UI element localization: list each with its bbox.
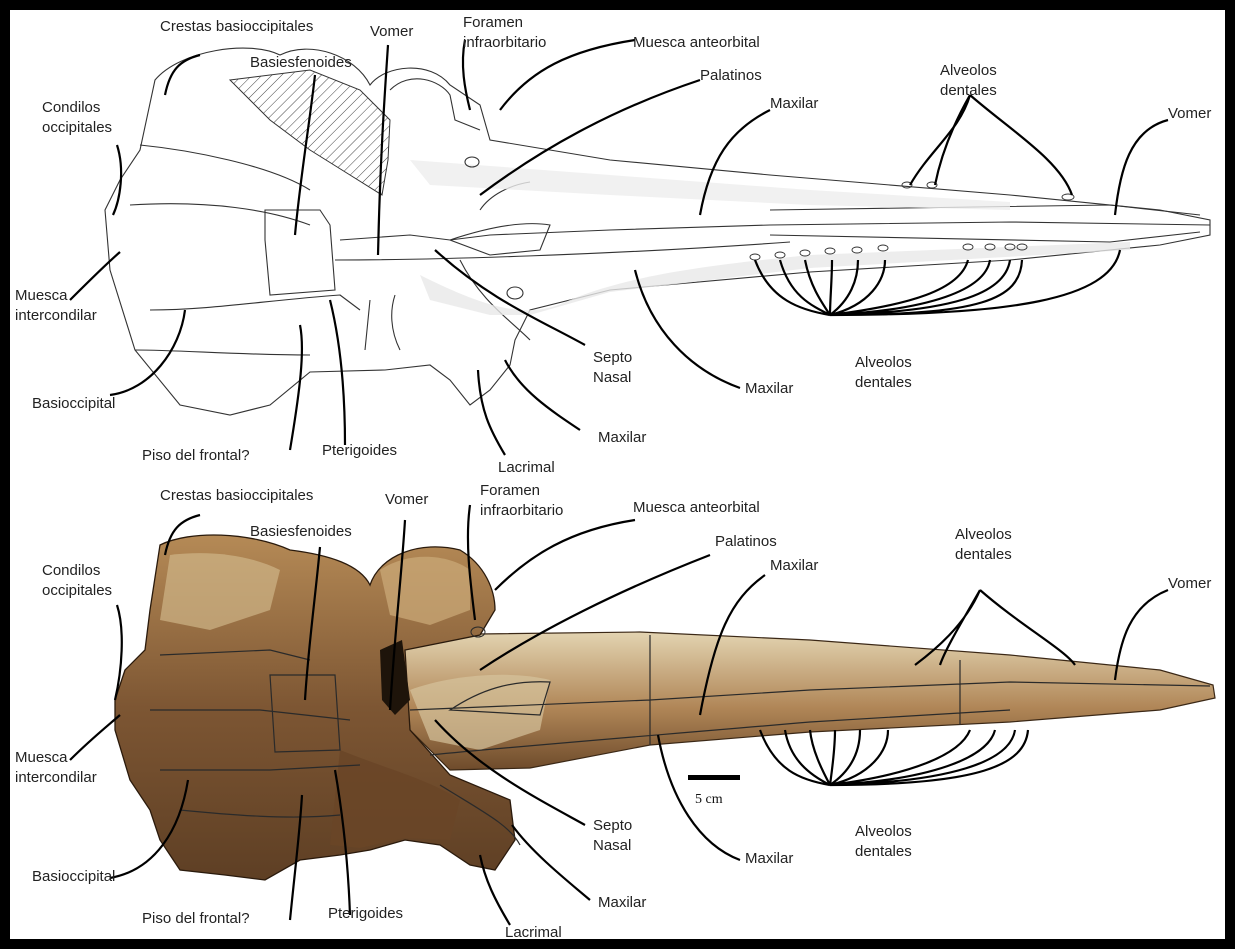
label-septo: Septo (593, 817, 632, 834)
label-foramen: Foramen (463, 14, 523, 31)
label-foramen: Foramen (480, 482, 540, 499)
label-maxilar-low: Maxilar (598, 429, 646, 446)
label-intercondilar: intercondilar (15, 307, 97, 324)
label-basioccipital: Basioccipital (32, 868, 115, 885)
label-intercondilar: intercondilar (15, 769, 97, 786)
label-lacrimal: Lacrimal (505, 924, 562, 939)
label-infraorbitario: infraorbitario (480, 502, 563, 519)
label-condilos: Condilos (42, 99, 100, 116)
label-vomer: Vomer (370, 23, 413, 40)
label-lacrimal: Lacrimal (498, 459, 555, 476)
label-piso-frontal: Piso del frontal? (142, 910, 250, 927)
label-dentales-bottom: dentales (855, 374, 912, 391)
label-palatinos: Palatinos (715, 533, 777, 550)
label-occipitales: occipitales (42, 119, 112, 136)
label-muesca: Muesca (15, 287, 68, 304)
figure-panel: Crestas basioccipitales Vomer Foramen in… (10, 10, 1225, 939)
scale-bar-line (688, 775, 740, 780)
label-basiesfenoides: Basiesfenoides (250, 54, 352, 71)
skull-line-drawing (105, 48, 1210, 415)
label-muesca-anteorbital: Muesca anteorbital (633, 499, 760, 516)
skull-photo (115, 535, 1215, 880)
label-vomer-right: Vomer (1168, 575, 1211, 592)
label-basiesfenoides: Basiesfenoides (250, 523, 352, 540)
label-pterigoides: Pterigoides (328, 905, 403, 922)
label-palatinos: Palatinos (700, 67, 762, 84)
label-dentales: dentales (940, 82, 997, 99)
label-pterigoides: Pterigoides (322, 442, 397, 459)
label-maxilar: Maxilar (770, 557, 818, 574)
label-dentales: dentales (955, 546, 1012, 563)
label-condilos: Condilos (42, 562, 100, 579)
label-piso-frontal: Piso del frontal? (142, 447, 250, 464)
label-alveolos-bottom: Alveolos (855, 823, 912, 840)
label-basioccipital: Basioccipital (32, 395, 115, 412)
label-occipitales: occipitales (42, 582, 112, 599)
hatched-region (230, 70, 390, 195)
photo-light-patch-3 (380, 557, 470, 625)
label-alveolos: Alveolos (955, 526, 1012, 543)
rostrum-shading-upper (410, 160, 1010, 210)
top-labels: Crestas basioccipitales Vomer Foramen in… (15, 14, 1211, 476)
label-nasal: Nasal (593, 837, 631, 854)
label-crestas-basioccipitales: Crestas basioccipitales (160, 487, 313, 504)
label-dentales-bottom: dentales (855, 843, 912, 860)
skull-diagram: Crestas basioccipitales Vomer Foramen in… (10, 10, 1225, 939)
label-muesca: Muesca (15, 749, 68, 766)
label-infraorbitario: infraorbitario (463, 34, 546, 51)
scale-bar: 5 cm (688, 775, 740, 807)
scale-bar-label: 5 cm (695, 792, 723, 807)
label-maxilar-low: Maxilar (598, 894, 646, 911)
label-septo: Septo (593, 349, 632, 366)
label-nasal: Nasal (593, 369, 631, 386)
label-vomer-right: Vomer (1168, 105, 1211, 122)
label-alveolos: Alveolos (940, 62, 997, 79)
label-alveolos-bottom: Alveolos (855, 354, 912, 371)
label-crestas-basioccipitales: Crestas basioccipitales (160, 18, 313, 35)
label-muesca-anteorbital: Muesca anteorbital (633, 34, 760, 51)
foramen-circle-bottom (507, 287, 523, 299)
label-maxilar-mid: Maxilar (745, 380, 793, 397)
label-maxilar-mid: Maxilar (745, 850, 793, 867)
label-maxilar: Maxilar (770, 95, 818, 112)
label-vomer: Vomer (385, 491, 428, 508)
